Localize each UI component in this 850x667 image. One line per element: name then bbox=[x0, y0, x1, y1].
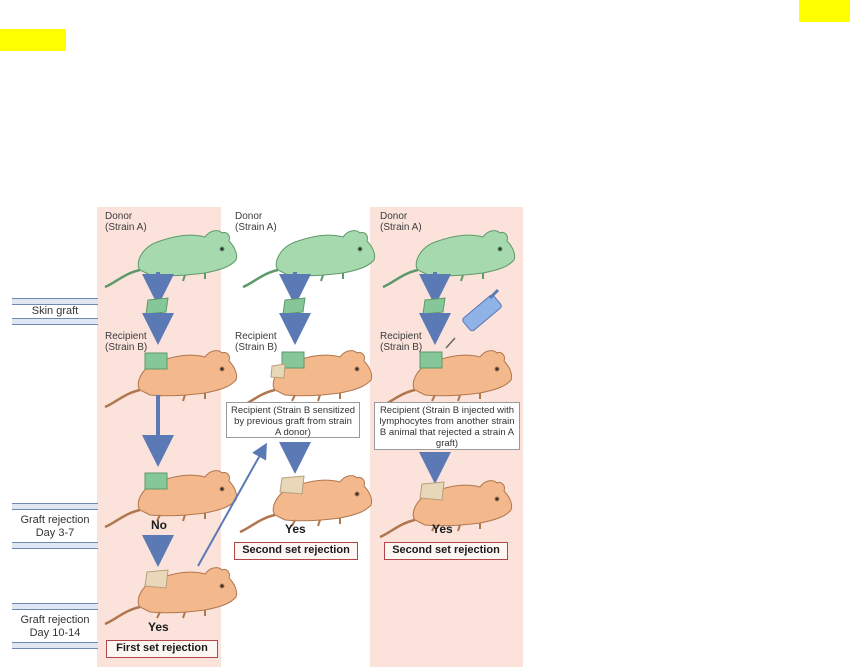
donor-label-3: Donor(Strain A) bbox=[380, 211, 422, 233]
graft-piece-3 bbox=[422, 297, 446, 315]
donor-mouse-2 bbox=[241, 229, 376, 289]
donor-mouse-3 bbox=[381, 229, 516, 289]
syringe bbox=[445, 288, 502, 349]
sensitized-recipient-note: Recipient (Strain B sensitized by previo… bbox=[226, 402, 360, 438]
old-rejected-graft-2 bbox=[270, 363, 286, 379]
highlight-mark-top-right bbox=[799, 0, 850, 22]
graft-on-recipient-3 bbox=[419, 351, 443, 369]
injected-recipient-note: Recipient (Strain B injected with lympho… bbox=[374, 402, 520, 450]
recipient-label-3: Recipient(Strain B) bbox=[380, 331, 423, 353]
recipient-mouse-2 bbox=[238, 349, 373, 409]
donor-label-2: Donor(Strain A) bbox=[235, 211, 277, 233]
highlight-mark-top-left bbox=[0, 29, 66, 51]
first-set-rejection-box: First set rejection bbox=[106, 640, 218, 658]
second-set-rejection-box-3: Second set rejection bbox=[384, 542, 508, 560]
graft-rejected-1 bbox=[144, 569, 169, 589]
result-yes-3: Yes bbox=[432, 522, 453, 536]
row-divider-rejection-1 bbox=[12, 503, 98, 510]
result-yes-1: Yes bbox=[148, 620, 169, 634]
row-label-skin-graft: Skin graft bbox=[31, 305, 79, 317]
arrow-to-second-set bbox=[197, 442, 267, 567]
graft-rejected-2 bbox=[279, 475, 305, 495]
graft-piece-2 bbox=[282, 297, 306, 315]
row-divider-skin-graft-bottom bbox=[12, 318, 98, 325]
row-divider-rejection-2-bottom bbox=[12, 642, 98, 649]
recipient-label-2: Recipient(Strain B) bbox=[235, 331, 278, 353]
donor-mouse-1 bbox=[103, 229, 238, 289]
recipient-mouse-3 bbox=[378, 349, 513, 409]
recipient-mouse-1-day14 bbox=[103, 566, 238, 626]
recipient-label-1: Recipient(Strain B) bbox=[105, 331, 148, 353]
recipient-mouse-1 bbox=[103, 349, 238, 409]
result-yes-2: Yes bbox=[285, 522, 306, 536]
recipient-mouse-1-day7 bbox=[103, 469, 238, 529]
row-divider-rejection-2 bbox=[12, 603, 98, 610]
row-divider-skin-graft bbox=[12, 298, 98, 305]
row-divider-rejection-1-bottom bbox=[12, 542, 98, 549]
second-set-rejection-box-2: Second set rejection bbox=[234, 542, 358, 560]
graft-on-recipient-2 bbox=[281, 351, 305, 369]
donor-label-1: Donor(Strain A) bbox=[105, 211, 147, 233]
graft-piece-1 bbox=[145, 297, 169, 315]
result-no-1: No bbox=[151, 518, 167, 532]
graft-on-recipient-1 bbox=[144, 352, 168, 370]
graft-intact-1 bbox=[144, 472, 168, 490]
graft-rejected-3 bbox=[419, 481, 445, 501]
